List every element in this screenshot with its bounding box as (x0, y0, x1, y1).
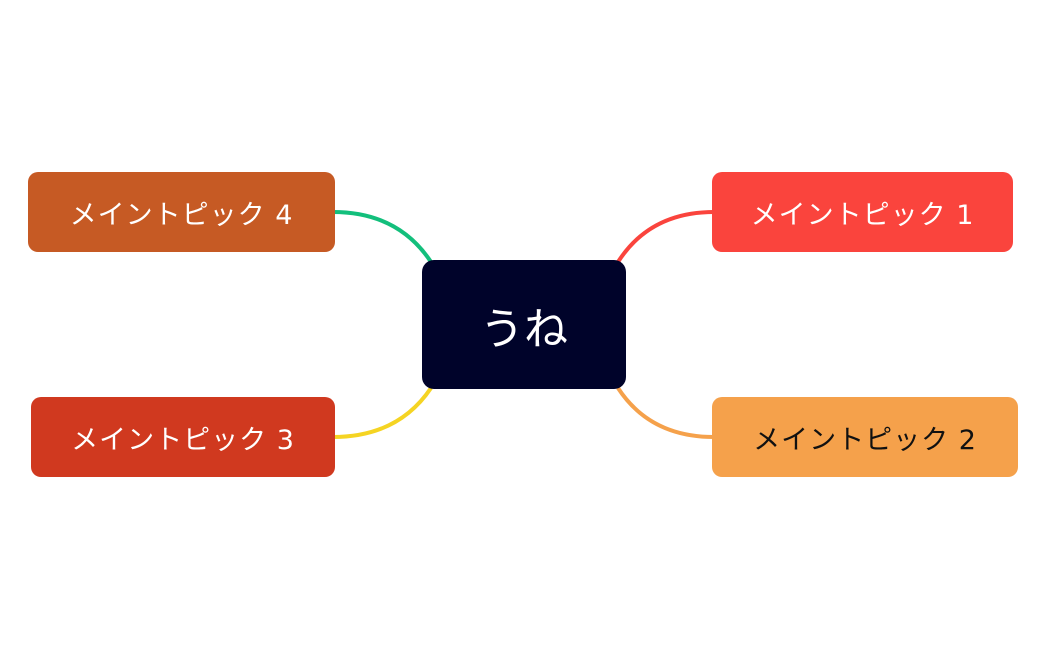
main-topic-4[interactable]: メイントピック 4 (28, 172, 335, 252)
main-topic-1-label: メイントピック 1 (750, 199, 975, 231)
main-topic-2[interactable]: メイントピック 2 (712, 397, 1018, 477)
main-topic-3[interactable]: メイントピック 3 (31, 397, 335, 477)
link-topic-1 (616, 210, 715, 264)
main-topic-3-label: メイントピック 3 (71, 424, 295, 456)
main-topic-2-label: メイントピック 2 (753, 424, 977, 456)
central-topic[interactable]: うね (422, 260, 626, 389)
central-topic-label: うね (480, 303, 568, 355)
link-topic-3 (332, 386, 433, 439)
main-topic-1[interactable]: メイントピック 1 (712, 172, 1013, 252)
main-topic-4-label: メイントピック 4 (69, 199, 294, 231)
link-topic-4 (332, 210, 433, 264)
link-topic-2 (616, 386, 715, 439)
